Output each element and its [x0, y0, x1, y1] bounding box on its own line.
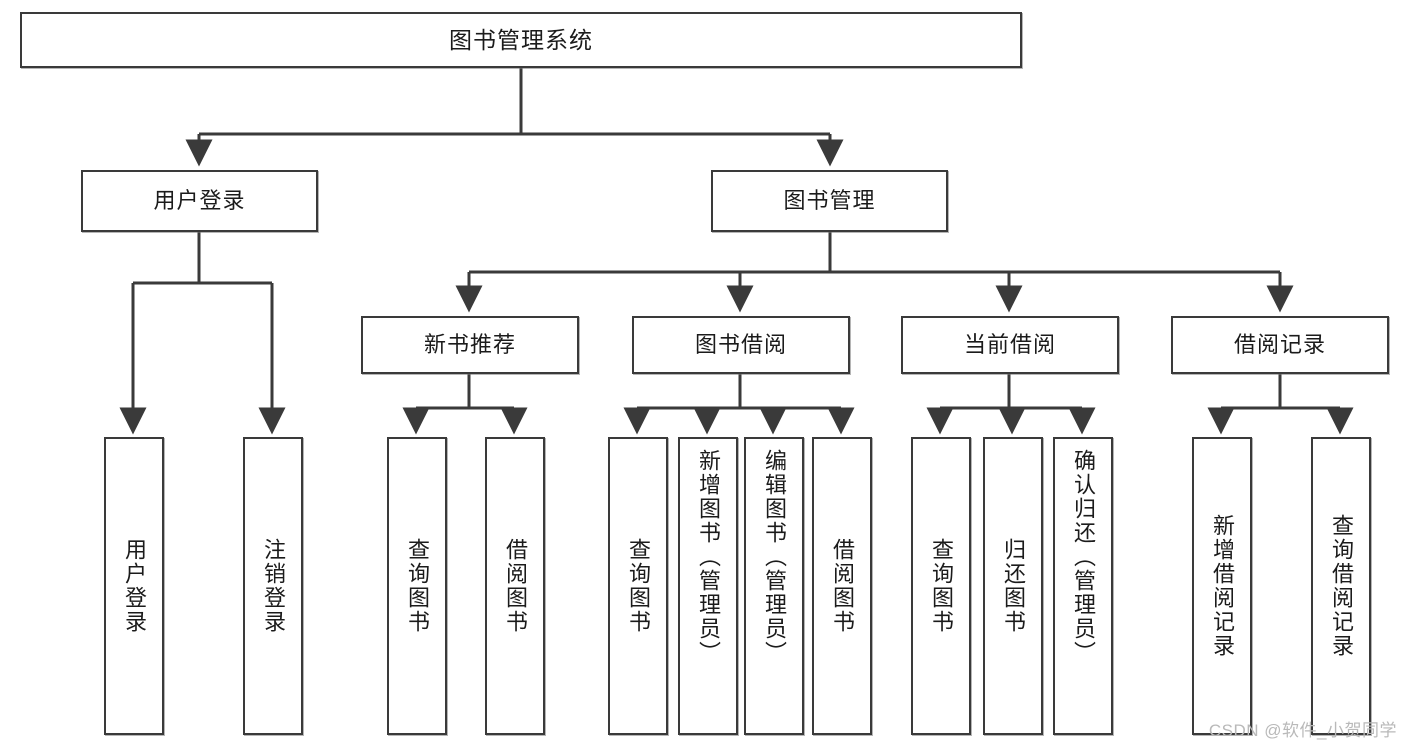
- node-leaf-rec-query-book-label: 查询图书: [405, 538, 430, 634]
- node-book-manage[interactable]: 图书管理: [711, 170, 948, 232]
- node-leaf-edit-book-admin[interactable]: 编辑图书（管理员）: [744, 437, 804, 735]
- node-leaf-add-book-admin-label: 新增图书（管理员）: [696, 449, 721, 665]
- node-root[interactable]: 图书管理系统: [20, 12, 1022, 68]
- node-book-manage-label: 图书管理: [783, 188, 876, 214]
- node-leaf-confirm-return-admin-label: 确认归还（管理员）: [1071, 449, 1096, 665]
- node-leaf-return-book[interactable]: 归还图书: [983, 437, 1043, 735]
- node-leaf-query-borrow-record-label: 查询借阅记录: [1329, 514, 1354, 658]
- node-leaf-cur-query-book[interactable]: 查询图书: [911, 437, 971, 735]
- node-leaf-borrow-book-label: 借阅图书: [830, 538, 855, 634]
- node-current-borrow-label: 当前借阅: [963, 332, 1056, 358]
- node-leaf-user-logout[interactable]: 注销登录: [243, 437, 303, 735]
- node-leaf-borrow-query-book[interactable]: 查询图书: [608, 437, 668, 735]
- node-book-borrow[interactable]: 图书借阅: [632, 316, 850, 374]
- node-leaf-rec-borrow-book[interactable]: 借阅图书: [485, 437, 545, 735]
- node-leaf-add-borrow-record-label: 新增借阅记录: [1210, 514, 1235, 658]
- node-leaf-borrow-book[interactable]: 借阅图书: [812, 437, 872, 735]
- node-leaf-user-logout-label: 注销登录: [261, 538, 286, 634]
- node-leaf-add-book-admin[interactable]: 新增图书（管理员）: [678, 437, 738, 735]
- node-leaf-rec-borrow-book-label: 借阅图书: [503, 538, 528, 634]
- node-borrow-record[interactable]: 借阅记录: [1171, 316, 1389, 374]
- node-new-book-rec-label: 新书推荐: [423, 332, 516, 358]
- node-borrow-record-label: 借阅记录: [1233, 332, 1326, 358]
- node-leaf-borrow-query-book-label: 查询图书: [626, 538, 651, 634]
- node-leaf-add-borrow-record[interactable]: 新增借阅记录: [1192, 437, 1252, 735]
- node-book-borrow-label: 图书借阅: [694, 332, 787, 358]
- node-leaf-query-borrow-record[interactable]: 查询借阅记录: [1311, 437, 1371, 735]
- node-root-label: 图书管理系统: [449, 26, 593, 53]
- node-leaf-return-book-label: 归还图书: [1001, 538, 1026, 634]
- node-leaf-user-login-label: 用户登录: [122, 538, 147, 634]
- node-new-book-rec[interactable]: 新书推荐: [361, 316, 579, 374]
- node-leaf-cur-query-book-label: 查询图书: [929, 538, 954, 634]
- node-leaf-user-login[interactable]: 用户登录: [104, 437, 164, 735]
- node-leaf-rec-query-book[interactable]: 查询图书: [387, 437, 447, 735]
- node-leaf-confirm-return-admin[interactable]: 确认归还（管理员）: [1053, 437, 1113, 735]
- node-user-login[interactable]: 用户登录: [81, 170, 318, 232]
- node-user-login-label: 用户登录: [153, 188, 246, 214]
- node-leaf-edit-book-admin-label: 编辑图书（管理员）: [762, 449, 787, 665]
- node-current-borrow[interactable]: 当前借阅: [901, 316, 1119, 374]
